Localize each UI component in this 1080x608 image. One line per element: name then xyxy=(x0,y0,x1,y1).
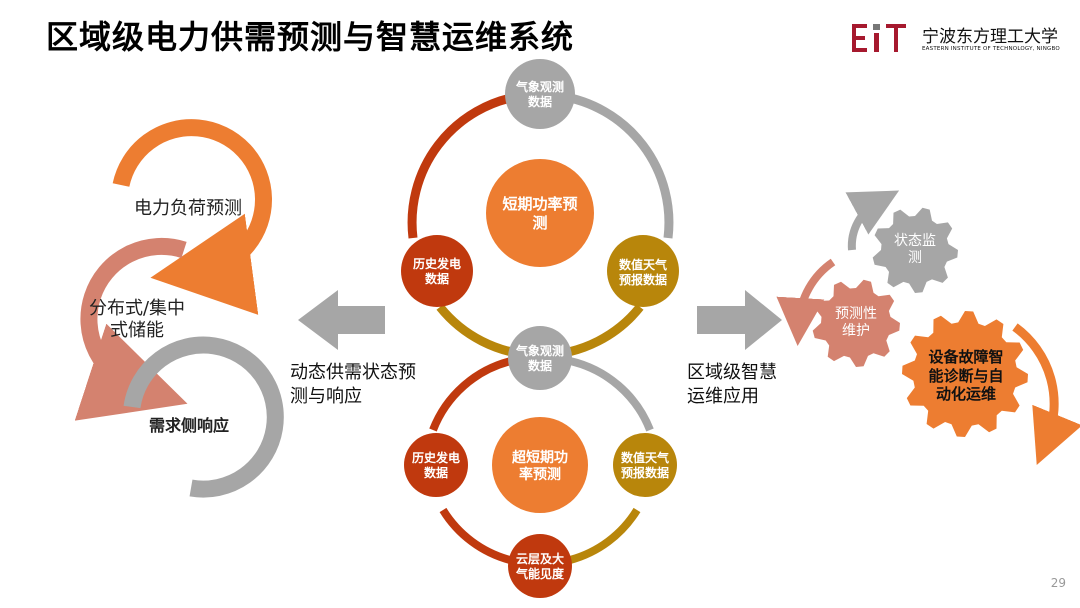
right-block-arrow xyxy=(697,290,782,350)
top-cycle-arrow xyxy=(845,190,900,251)
right-arrow-label: 区域级智慧运维应用 xyxy=(687,362,777,408)
load-forecast-label: 电力负荷预测 xyxy=(134,197,242,219)
lower-cloud-node xyxy=(508,534,572,598)
university-english-name: EASTERN INSTITUTE OF TECHNOLOGY, NINGBO xyxy=(922,46,1060,52)
gear-icon xyxy=(872,207,958,293)
university-logo: 宁波东方理工大学 EASTERN INSTITUTE OF TECHNOLOGY… xyxy=(852,20,1067,60)
lower-loop xyxy=(404,326,677,598)
lower-center-node xyxy=(492,417,588,513)
predictive-label: 预测性维护 xyxy=(835,305,877,340)
diagnosis-label: 设备故障智能诊断与自动化运维 xyxy=(928,347,1004,404)
upper-meteorological-node xyxy=(505,59,575,129)
monitoring-gear xyxy=(872,207,958,293)
gears-cluster xyxy=(776,190,1080,465)
predictive-gear xyxy=(812,279,900,367)
upper-loop xyxy=(401,59,679,360)
slide-title: 区域级电力供需预测与智慧运维系统 xyxy=(46,18,575,56)
upper-meteorological-label: 气象观测数据 xyxy=(515,80,564,109)
left-arrow-label: 动态供需状态预测与响应 xyxy=(290,362,416,408)
left-cycle-arrow xyxy=(776,258,836,346)
lower-center-label: 超短期功率预测 xyxy=(512,449,568,484)
lower-history-label: 历史发电数据 xyxy=(411,451,460,480)
gear-icon xyxy=(812,279,900,367)
lower-meteorological-node xyxy=(508,326,572,390)
left-block-arrow xyxy=(298,290,385,350)
university-name: 宁波东方理工大学 xyxy=(922,27,1058,47)
monitoring-label: 状态监测 xyxy=(894,232,936,267)
lower-cloud-label: 云层及大气能见度 xyxy=(515,552,564,581)
right-cycle-arrow xyxy=(1012,323,1080,465)
lower-nwp-node xyxy=(613,433,677,497)
left-cycle xyxy=(74,119,284,498)
storage-arrow xyxy=(74,237,188,421)
demand-response-label: 需求侧响应 xyxy=(148,416,229,435)
lower-nwp-label: 数值天气预报数据 xyxy=(620,451,669,480)
diagnosis-gear xyxy=(902,311,1028,437)
lower-meteorological-label: 气象观测数据 xyxy=(515,344,564,373)
load-forecast-arrow xyxy=(112,119,272,315)
upper-center-label: 短期功率预测 xyxy=(502,195,578,232)
gear-icon xyxy=(902,311,1028,437)
upper-history-node xyxy=(401,235,473,307)
eit-logo-mark-icon xyxy=(852,24,906,52)
lower-history-node xyxy=(404,433,468,497)
upper-center-node xyxy=(486,159,594,267)
demand-response-arrow xyxy=(123,336,284,498)
page-number: 29 xyxy=(1050,576,1066,590)
upper-nwp-node xyxy=(607,235,679,307)
upper-history-label: 历史发电数据 xyxy=(412,257,461,286)
upper-nwp-label: 数值天气预报数据 xyxy=(618,258,667,287)
storage-label: 分布式/集中式储能 xyxy=(88,297,186,342)
